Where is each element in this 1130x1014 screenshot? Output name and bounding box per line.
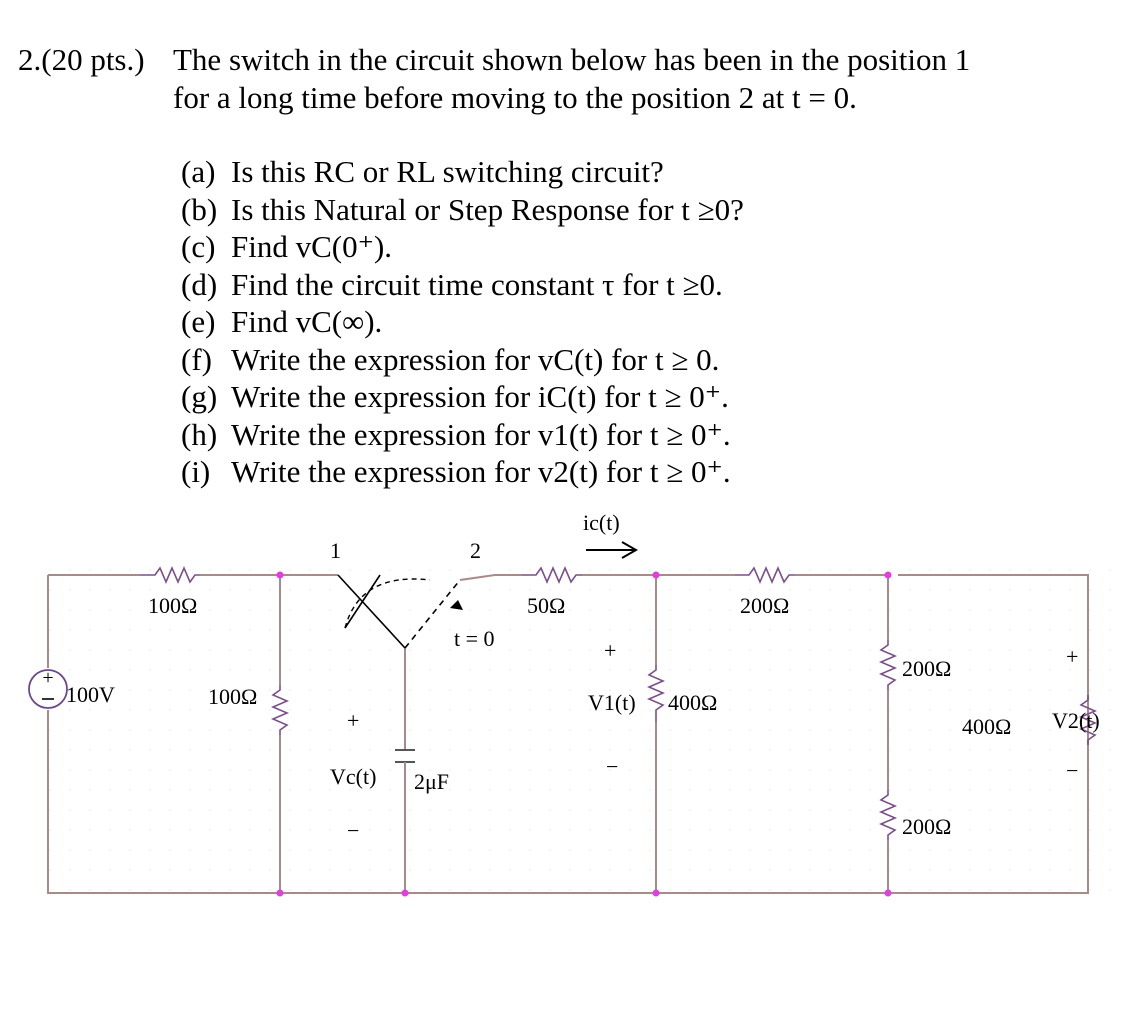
- v1-plus: +: [604, 638, 616, 663]
- current-arrow-icon: [586, 541, 639, 559]
- circuit-diagram: + 100Ω 100V 100Ω 1 2 t = 0: [28, 510, 1120, 897]
- resistor-400-v1: [646, 665, 666, 722]
- resistor-100-shunt: [270, 685, 290, 735]
- label-source: 100V: [66, 682, 115, 707]
- problem-statement-line1: The switch in the circuit shown below ha…: [173, 42, 971, 77]
- part-label: (b): [181, 191, 218, 227]
- resistor-200-lower: [878, 790, 898, 840]
- circuit-nodes: [276, 571, 892, 897]
- problem-statement-line2: for a long time before moving to the pos…: [173, 80, 857, 115]
- part-text: Is this Natural or Step Response for t ≥…: [231, 191, 744, 227]
- part-text: Write the expression for v1(t) for t ≥ 0…: [231, 416, 731, 452]
- label-switch-pos2: 2: [470, 538, 481, 563]
- source-plus: +: [42, 667, 53, 689]
- vc-minus: −: [347, 818, 359, 843]
- part-text: Find vC(∞).: [231, 304, 383, 339]
- part-label: (i): [181, 454, 211, 489]
- problem-number: 2.(20 pts.): [18, 42, 145, 77]
- part-label: (h): [181, 416, 218, 452]
- part-b: (b) Is this Natural or Step Response for …: [181, 191, 744, 229]
- part-label: (f): [181, 341, 212, 377]
- part-d: (d) Find the circuit time constant τ for …: [181, 266, 744, 304]
- v2-minus: −: [1066, 758, 1078, 783]
- capacitor: [395, 749, 415, 770]
- label-r-series-left: 100Ω: [148, 593, 197, 618]
- resistor-200-upper: [878, 640, 898, 690]
- part-a: (a) Is this RC or RL switching circuit?: [181, 153, 744, 191]
- label-r-200-upper: 200Ω: [902, 656, 951, 681]
- vc-plus: +: [347, 708, 359, 733]
- label-switch-pos1: 1: [330, 538, 341, 563]
- part-text: Write the expression for v2(t) for t ≥ 0…: [231, 454, 731, 489]
- part-h: (h) Write the expression for v1(t) for t …: [181, 416, 744, 454]
- part-label: (a): [181, 154, 216, 189]
- question-parts: (a) Is this RC or RL switching circuit? (…: [181, 153, 744, 491]
- part-c: (c) Find vC(0⁺).: [181, 228, 744, 266]
- label-r-shunt-left: 100Ω: [208, 684, 257, 709]
- part-text: Write the expression for iC(t) for t ≥ 0…: [231, 379, 729, 414]
- part-e: (e) Find vC(∞).: [181, 303, 744, 341]
- resistor-50: [522, 565, 582, 585]
- grid-background: [40, 560, 1120, 895]
- v1-minus: −: [606, 754, 618, 779]
- part-text: Write the expression for vC(t) for t ≥ 0…: [231, 341, 720, 377]
- part-label: (e): [181, 304, 216, 339]
- label-r-400-v2: 400Ω: [962, 714, 1011, 739]
- resistor-200-top: [735, 565, 795, 585]
- resistors: [140, 565, 1098, 840]
- resistor-400-v2: [1078, 695, 1098, 745]
- part-label: (d): [181, 266, 218, 302]
- label-capacitor: 2μF: [414, 769, 449, 794]
- voltage-source: +: [28, 667, 68, 709]
- label-r-400-v1: 400Ω: [668, 690, 717, 715]
- part-g: (g) Write the expression for iC(t) for t …: [181, 378, 744, 416]
- part-label: (g): [181, 379, 218, 414]
- label-r-50: 50Ω: [527, 593, 565, 618]
- part-text: Is this RC or RL switching circuit?: [231, 154, 664, 189]
- part-text: Find the circuit time constant τ for t ≥…: [231, 266, 723, 302]
- label-current: ic(t): [583, 510, 620, 535]
- label-vc: Vc(t): [330, 764, 376, 789]
- label-r-200-lower: 200Ω: [902, 814, 951, 839]
- v2-plus: +: [1066, 644, 1078, 669]
- switch: [337, 574, 496, 649]
- label-r-200-top: 200Ω: [740, 593, 789, 618]
- part-f: (f) Write the expression for vC(t) for t …: [181, 341, 744, 379]
- label-v2: V2(t): [1052, 708, 1100, 733]
- part-i: (i) Write the expression for v2(t) for t …: [181, 453, 744, 491]
- part-text: Find vC(0⁺).: [231, 229, 393, 264]
- resistor-100-series: [140, 565, 200, 585]
- part-label: (c): [181, 229, 216, 264]
- label-v1: V1(t): [588, 690, 636, 715]
- circuit-wires: [47, 574, 1089, 894]
- switch-arrow-icon: [450, 600, 463, 610]
- label-switch-time: t = 0: [454, 626, 495, 651]
